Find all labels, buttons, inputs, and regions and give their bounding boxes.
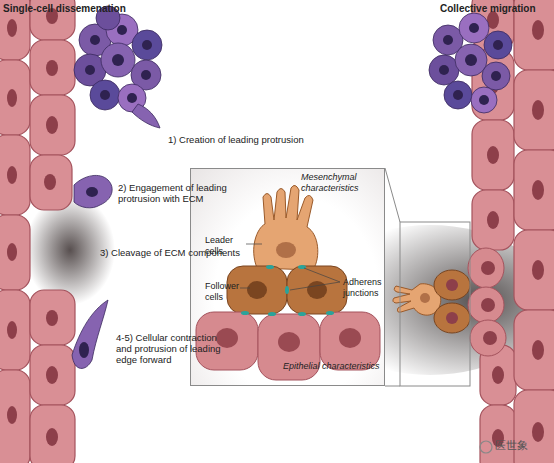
panel-heading: Collective migration: [440, 3, 552, 14]
nucleus: [487, 11, 544, 447]
nucleus: [86, 187, 98, 197]
panel-heading: Single-cell dissemenation: [3, 3, 203, 14]
migrating-cell: [72, 300, 108, 368]
collective-strand: [393, 248, 506, 356]
migrating-cell: [74, 175, 112, 207]
step-label: 2) Engagement of leading protrusion with…: [118, 182, 228, 204]
step-label: 4-5) Cellular contraction and protrusion…: [116, 332, 224, 365]
watermark: 医世象: [495, 440, 545, 451]
epithelial-wall: [472, 0, 554, 463]
step-label: 1) Creation of leading protrusion: [168, 134, 368, 145]
node-text: Adherens junctions: [343, 277, 385, 298]
tumour-cluster: [74, 6, 162, 112]
node-text: Mesenchymal characteristics: [301, 172, 383, 193]
zoom-frame: [400, 222, 470, 386]
zoom-line: [385, 386, 400, 387]
node-text: Epithelial characteristics: [283, 361, 383, 372]
node-text: Follower cells: [205, 281, 249, 302]
tumour-cluster: [429, 13, 512, 113]
leading-protrusion: [132, 104, 160, 128]
zoom-line: [385, 168, 400, 222]
watermark-icon: [480, 441, 492, 453]
nucleus: [79, 342, 89, 358]
node-text: Leader cells: [205, 235, 249, 256]
nucleus: [7, 8, 58, 446]
epithelial-wall: [0, 0, 75, 463]
nucleus: [439, 23, 503, 105]
nucleus: [85, 25, 152, 103]
nucleus: [420, 261, 497, 345]
